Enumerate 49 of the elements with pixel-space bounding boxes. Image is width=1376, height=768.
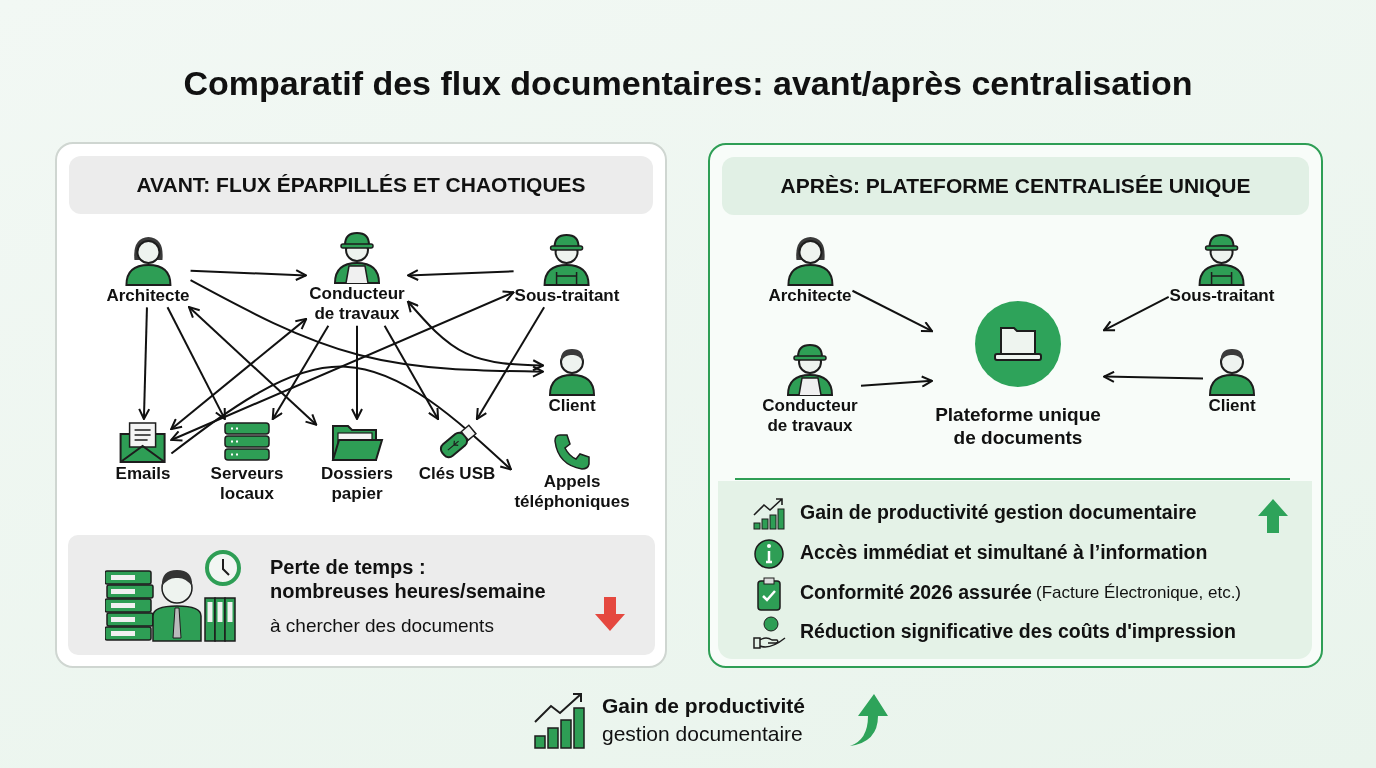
arrow — [271, 324, 330, 421]
panel — [708, 143, 1323, 668]
caption-text: Gain de productivité — [602, 694, 806, 718]
node-label: Client — [1208, 396, 1256, 417]
node-label: Sous-traitant — [1169, 286, 1275, 307]
node — [512, 432, 632, 513]
benefit-text: Gain de productivité gestion documentaire — [800, 501, 1197, 524]
benefit-text: Réduction significative des coûts d'impression — [800, 620, 1236, 643]
node-label: Clés USB — [418, 464, 496, 485]
panel-heading: APRÈS: PLATEFORME CENTRALISÉE UNIQUE — [722, 157, 1309, 215]
node-label: Conducteur de travaux — [761, 396, 859, 437]
arrow — [475, 306, 546, 421]
arrow — [189, 279, 545, 378]
arrow — [383, 324, 440, 421]
node-label: Conducteur de travaux — [308, 284, 406, 325]
arrow — [187, 306, 318, 426]
node-label: Architecte — [106, 286, 190, 307]
title: Comparatif des flux documentaires: avant/après centralisation — [182, 64, 1194, 103]
node-label: Appels téléphoniques — [513, 472, 631, 513]
node-label: Dossiers papier — [320, 464, 394, 505]
arrow — [189, 269, 307, 281]
node-label: Emails — [115, 464, 171, 485]
benefit-text: (Facture Électronique, etc.) — [1036, 583, 1242, 603]
arrow — [170, 365, 512, 471]
arrow — [851, 289, 934, 333]
caption-text: gestion documentaire — [602, 722, 803, 746]
arrow — [406, 300, 545, 372]
benefit-text: Accès immédiat et simultané à l’information — [800, 541, 1208, 564]
arrow — [138, 306, 151, 420]
arrow — [860, 375, 933, 388]
arrow — [351, 324, 363, 420]
arrow — [170, 290, 515, 442]
node-label: Architecte — [768, 286, 852, 307]
benefit-text: Conformité 2026 assurée — [800, 581, 1032, 604]
node-label: Client — [548, 396, 596, 417]
benefits-card — [718, 481, 1312, 659]
arrow — [1103, 370, 1204, 383]
card-text: à chercher des documents — [270, 615, 495, 638]
arrow — [170, 317, 308, 431]
node-label: Plateforme unique de documents — [934, 404, 1102, 450]
arrow — [1102, 295, 1170, 332]
panel-heading: AVANT: FLUX ÉPARPILLÉS ET CHAOTIQUES — [69, 156, 653, 214]
node-label: Serveurs locaux — [209, 464, 285, 505]
arrow — [166, 306, 226, 421]
info-card — [68, 535, 655, 655]
panel — [55, 142, 667, 668]
card-text: Perte de temps : nombreuses heures/semaine — [270, 555, 547, 603]
node-label: Sous-traitant — [514, 286, 620, 307]
arrow — [407, 269, 515, 281]
